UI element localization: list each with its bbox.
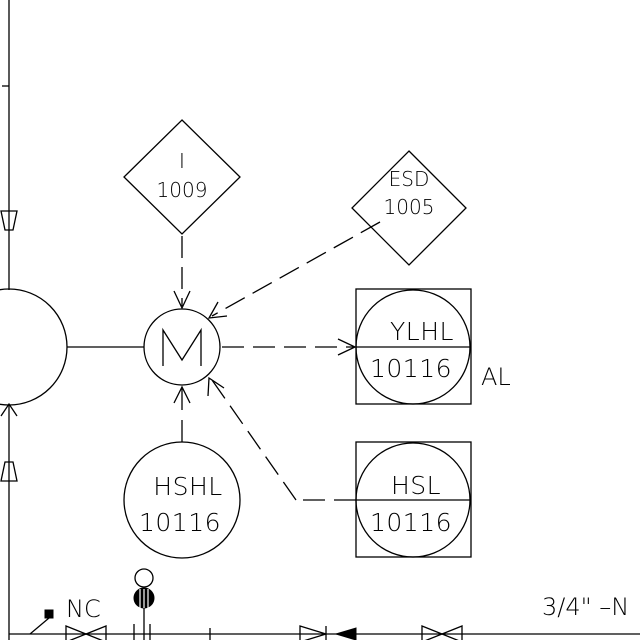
flow-arrow-up	[0, 402, 18, 417]
line-size-label: 3/4" –N	[542, 593, 629, 621]
hsl-number: 10116	[370, 508, 452, 537]
instrument-i1009-diamond[interactable]: I 1009	[123, 119, 241, 235]
vessel-circle[interactable]	[0, 288, 68, 406]
instrument-hshl10116[interactable]: HSHL 10116	[123, 441, 241, 559]
i1009-number: 1009	[157, 178, 208, 202]
i1009-signal-line	[173, 236, 191, 310]
gate-valve-right[interactable]	[421, 625, 463, 640]
hshl-signal-line	[173, 385, 191, 442]
ylhl-number: 10116	[370, 354, 452, 383]
alarm-label: AL	[481, 363, 511, 391]
instrument-hsl10116[interactable]: HSL 10116	[355, 441, 472, 558]
motor-letter-m	[162, 327, 202, 366]
hsl-function: HSL	[391, 471, 441, 500]
esd1005-function: ESD	[389, 167, 430, 191]
hshl-number: 10116	[139, 508, 221, 537]
instrument-tap[interactable]	[29, 609, 54, 635]
flow-arrow-left	[334, 627, 357, 640]
hshl-function: HSHL	[153, 472, 222, 501]
left-process-line	[2, 0, 10, 640]
check-valve[interactable]	[299, 625, 329, 640]
nc-label: NC	[66, 595, 101, 623]
ylhl-function: YLHL	[390, 317, 454, 346]
instrument-esd1005-diamond[interactable]: ESD 1005	[351, 150, 467, 266]
sight-glass-indicator[interactable]	[133, 568, 155, 640]
reducer-lower[interactable]	[0, 461, 18, 482]
hsl-signal-line	[207, 376, 356, 501]
esd1005-number: 1005	[384, 195, 435, 219]
motor-to-ylhl-signal-line	[222, 338, 357, 356]
instrument-ylhl10116[interactable]: YLHL 10116	[355, 288, 472, 405]
nc-gate-valve[interactable]	[65, 625, 107, 640]
reducer-upper[interactable]	[0, 210, 18, 231]
esd1005-signal-line	[207, 221, 381, 319]
i1009-function: I	[179, 149, 185, 173]
motor-symbol[interactable]: M	[143, 308, 221, 386]
pipe-spool	[133, 624, 211, 640]
